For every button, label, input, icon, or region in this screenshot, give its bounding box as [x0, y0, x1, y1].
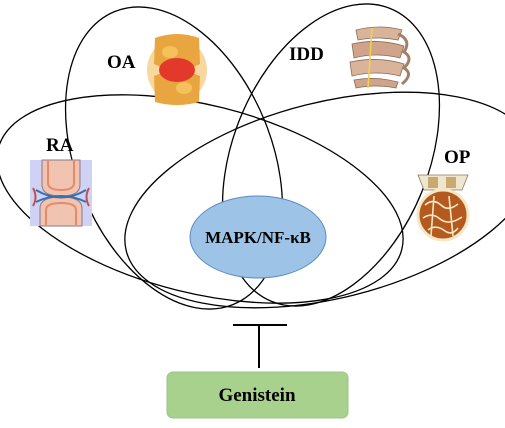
spine-icon [348, 23, 411, 89]
op-ellipse [124, 91, 505, 309]
op-label: OP [444, 147, 471, 168]
oa-joint-icon [147, 34, 207, 105]
ra-label: RA [46, 135, 74, 156]
mapk-nfkb-label: MAPK/NF-κB [205, 228, 311, 247]
idd-ellipse [221, 3, 441, 307]
ra-ellipse [0, 94, 404, 304]
oa-label: OA [107, 52, 136, 73]
genistein-label: Genistein [218, 385, 295, 406]
bone-trabecular-icon [416, 174, 470, 242]
ra-joint-icon [30, 159, 92, 227]
genistein-box [166, 371, 349, 419]
mapk-nfkb-node [189, 195, 327, 279]
idd-label: IDD [289, 44, 324, 65]
inhibition-symbol [233, 324, 287, 368]
